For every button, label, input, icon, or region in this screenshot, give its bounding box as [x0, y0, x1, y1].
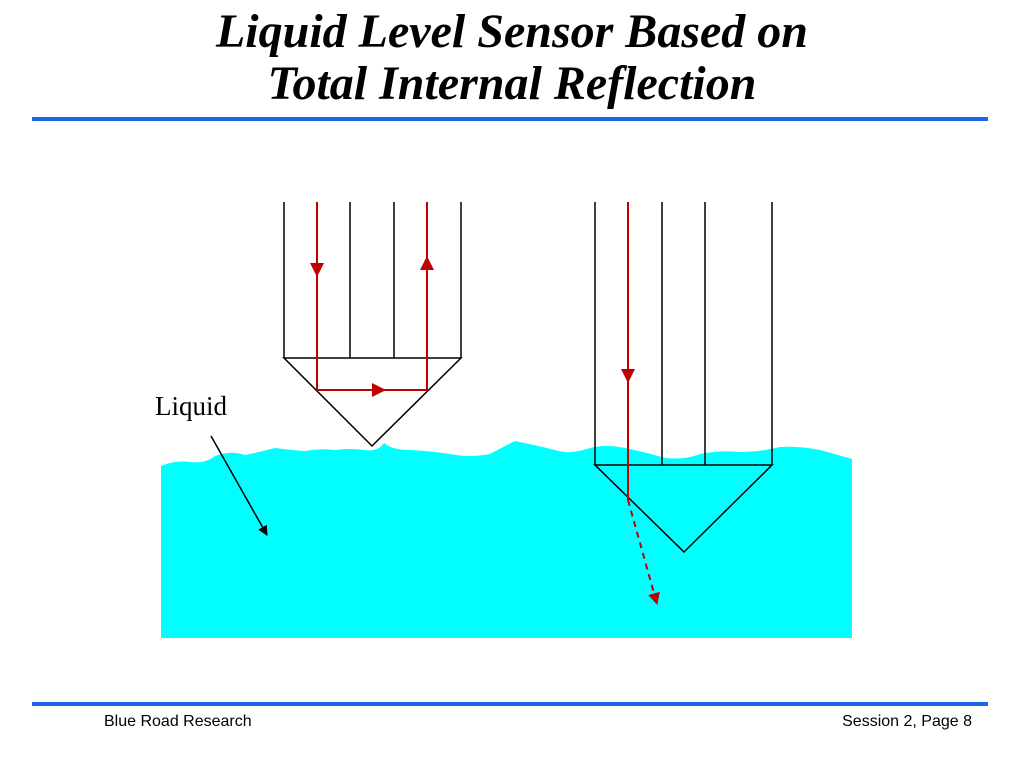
- refracted-ray-dashed: [627, 499, 660, 605]
- sensor-in-air: [282, 202, 463, 448]
- slide-title-line-2: Total Internal Reflection: [267, 57, 757, 110]
- slide-title-line-1: Liquid Level Sensor Based on: [215, 5, 808, 58]
- footer-page-number: Session 2, Page 8: [842, 713, 972, 730]
- prism-in-liquid: [593, 464, 774, 554]
- footer-organization: Blue Road Research: [104, 713, 252, 730]
- liquid-body: [161, 441, 852, 638]
- liquid-pointer-arrow: [210, 435, 268, 536]
- sensor-in-liquid: [593, 202, 774, 554]
- down-arrow-icon: [621, 369, 635, 383]
- down-arrow-icon: [310, 263, 324, 277]
- bottom-divider: [32, 702, 988, 706]
- liquid-label: Liquid: [155, 391, 227, 421]
- top-divider: [32, 117, 988, 121]
- prism-in-air: [282, 357, 463, 448]
- up-arrow-icon: [420, 256, 434, 270]
- right-arrow-icon: [372, 383, 386, 397]
